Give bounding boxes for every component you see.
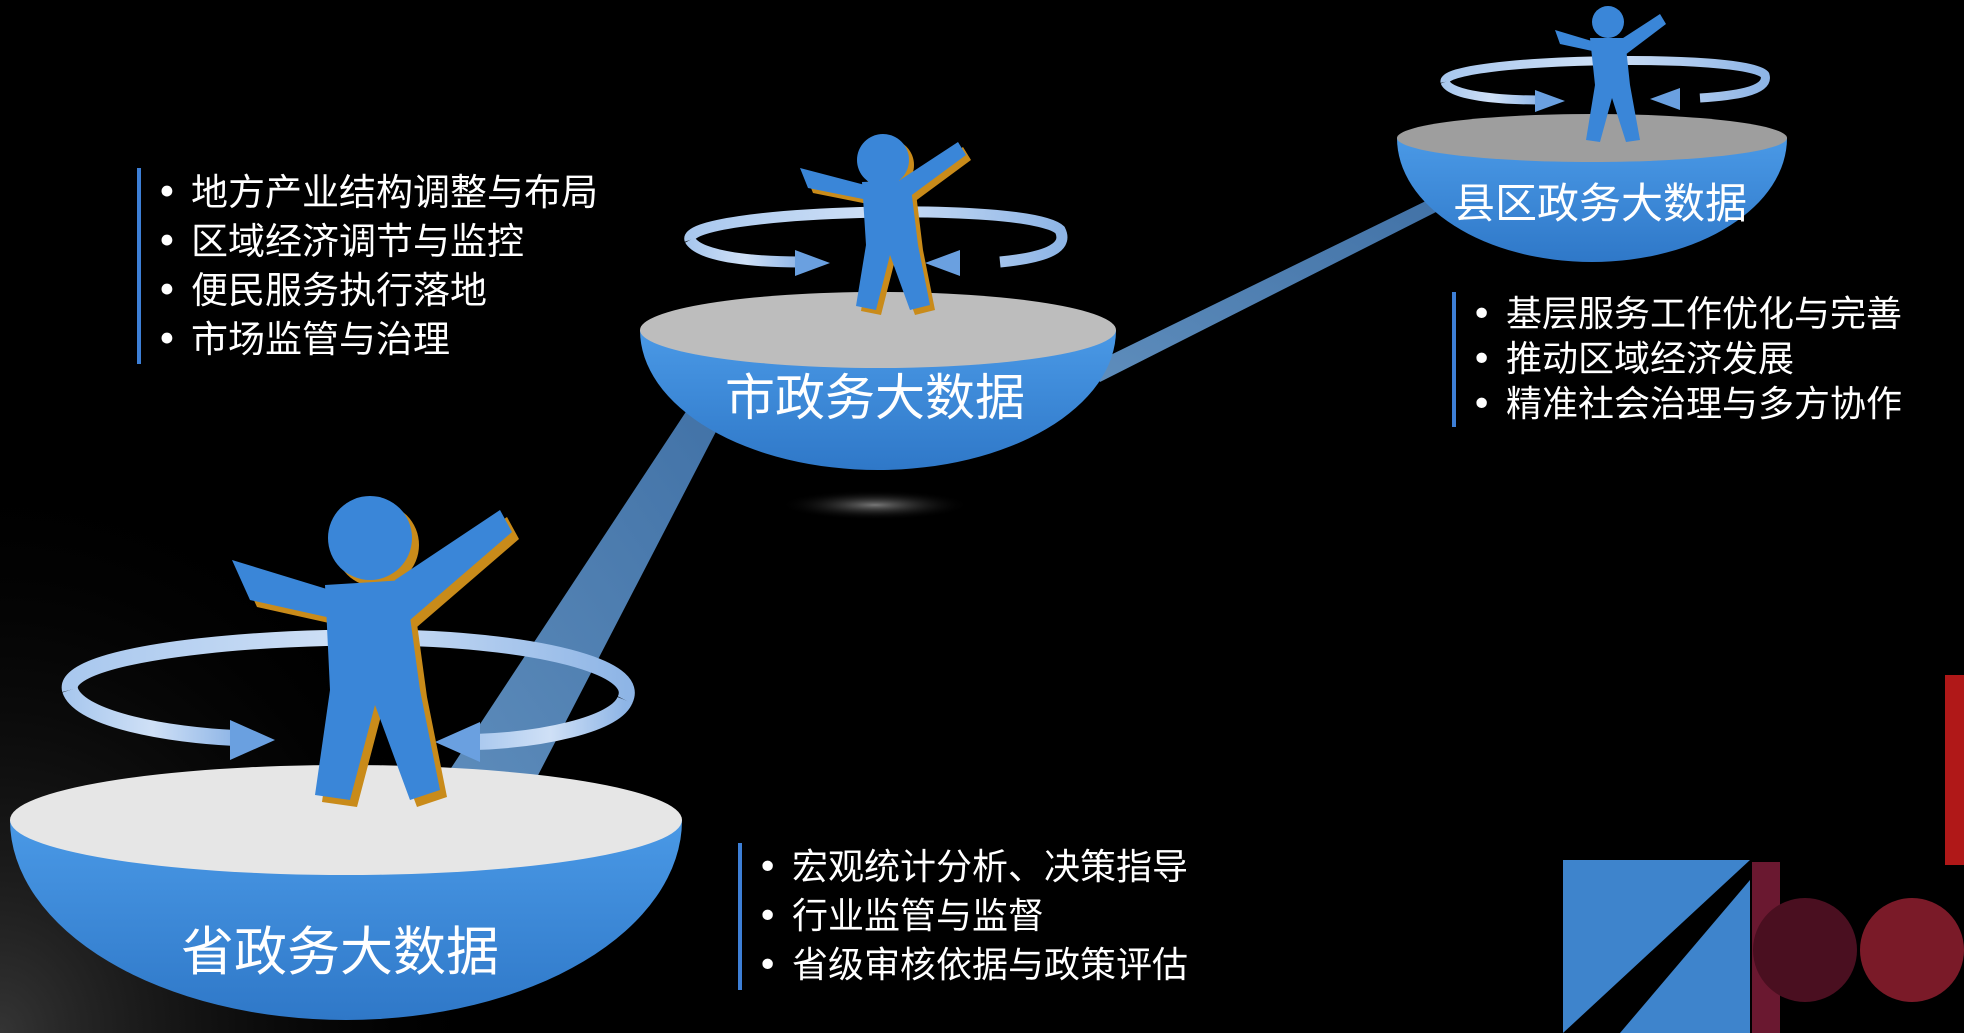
- person-icon: [1555, 6, 1666, 142]
- county-bullet-list: 基层服务工作优化与完善 推动区域经济发展 精准社会治理与多方协作: [1452, 292, 1902, 427]
- person-icon: [800, 134, 971, 315]
- city-platform: [640, 292, 1116, 470]
- list-item: 推动区域经济发展: [1471, 337, 1902, 382]
- connector-beam-province-city: [430, 398, 722, 810]
- bowl-top: [640, 292, 1116, 368]
- list-item: 区域经济调节与监控: [156, 217, 598, 266]
- city-bullet-list: 地方产业结构调整与布局 区域经济调节与监控 便民服务执行落地 市场监管与治理: [137, 168, 598, 364]
- bowl-body: [1397, 138, 1787, 262]
- list-item: 市场监管与治理: [156, 315, 598, 364]
- province-bullet-list: 宏观统计分析、决策指导 行业监管与监督 省级审核依据与政策评估: [738, 843, 1188, 990]
- list-item: 地方产业结构调整与布局: [156, 168, 598, 217]
- list-item: 宏观统计分析、决策指导: [757, 843, 1188, 892]
- list-item: 省级审核依据与政策评估: [757, 941, 1188, 990]
- list-item: 基层服务工作优化与完善: [1471, 292, 1902, 337]
- rotate-arrows-icon: [1440, 56, 1770, 112]
- city-label: 市政务大数据: [725, 369, 1025, 427]
- bowl-top: [10, 765, 682, 875]
- decorative-corner-graphic: [1563, 675, 1964, 1033]
- province-label: 省政务大数据: [181, 922, 499, 983]
- bowl-body: [10, 820, 682, 1020]
- connector-beam-city-county: [1090, 198, 1440, 382]
- list-item: 行业监管与监督: [757, 892, 1188, 941]
- list-item: 便民服务执行落地: [156, 266, 598, 315]
- county-label: 县区政务大数据: [1452, 179, 1747, 228]
- person-icon: [232, 496, 519, 807]
- list-item: 精准社会治理与多方协作: [1471, 382, 1902, 427]
- bowl-body: [640, 330, 1116, 470]
- city-platform-shadow: [780, 490, 970, 520]
- province-platform: [10, 765, 682, 1020]
- rotate-arrows-icon: [684, 206, 1068, 276]
